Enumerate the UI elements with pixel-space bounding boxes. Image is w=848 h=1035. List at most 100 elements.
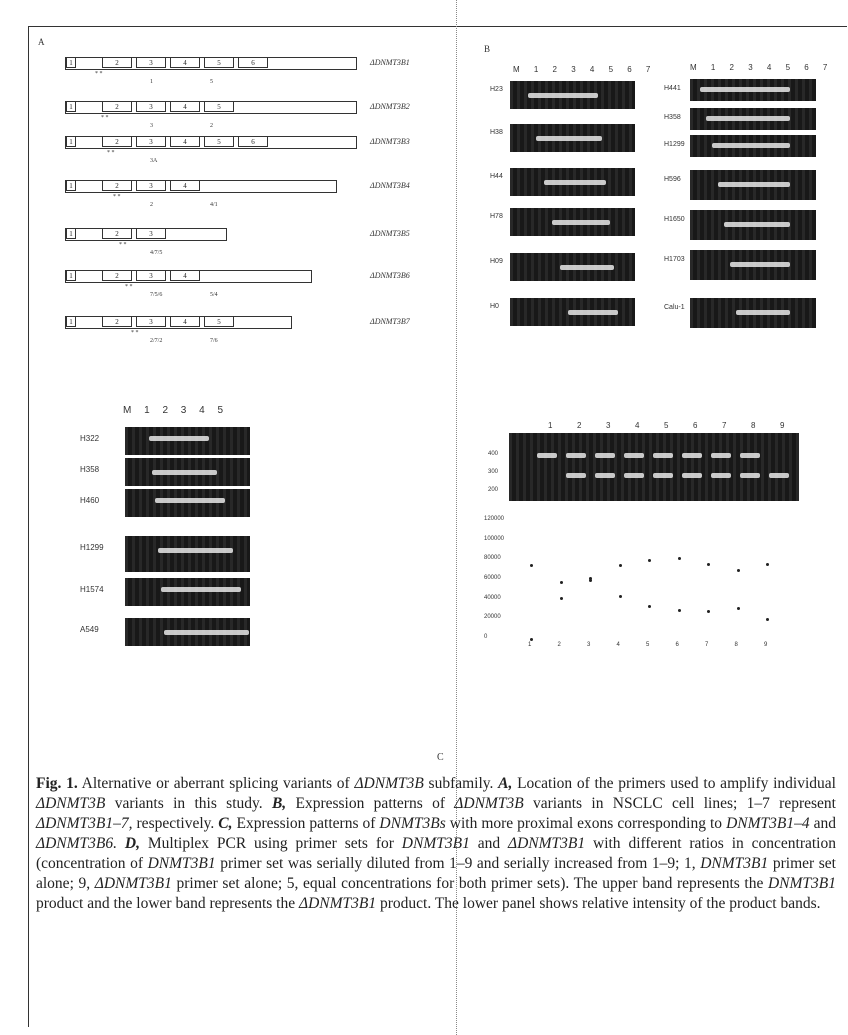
gel-label: H358: [80, 465, 100, 474]
data-point: [618, 594, 622, 598]
data-point: [677, 557, 681, 561]
primer-note: 7/6: [210, 338, 218, 344]
gel-label: H441: [664, 85, 681, 92]
gel-lane-number: 4: [635, 421, 640, 430]
gel-image: [690, 170, 816, 200]
primer-marks: * *: [101, 115, 109, 121]
x-tick-label: 2: [557, 642, 561, 648]
primer-marks: * *: [113, 194, 121, 200]
gel-image: [690, 79, 816, 101]
gel-band: [724, 222, 790, 227]
exon-box: 2: [102, 136, 132, 147]
gel-label: Calu-1: [664, 304, 685, 311]
gel-band-lower: [711, 473, 731, 478]
gel-image: [510, 253, 635, 281]
gel-band: [528, 93, 598, 98]
caption-text: primer set was serially diluted from 1–9…: [215, 855, 701, 872]
gel-band-upper: [711, 453, 731, 458]
data-point: [530, 564, 533, 568]
gel-label: H460: [80, 496, 100, 505]
panel-b-lane-header-right: M 1 2 3 4 5 6 7: [690, 63, 834, 72]
exon-box: 5: [204, 316, 234, 327]
gel-band: [161, 587, 241, 592]
caption-gene: ΔDNMT3B: [36, 795, 106, 812]
variant-label: ΔDNMT3B2: [370, 102, 410, 111]
data-point: [559, 580, 563, 584]
gel-image: [125, 489, 250, 517]
gel-band-upper: [566, 453, 586, 458]
exon-box: 2: [102, 316, 132, 327]
gel-band-lower: [566, 473, 586, 478]
exon-box: 1: [66, 270, 76, 281]
gel-label: H78: [490, 213, 503, 220]
exon-box: 5: [204, 57, 234, 68]
gel-band: [149, 436, 209, 441]
x-tick-label: 9: [764, 642, 768, 648]
x-tick-label: 3: [587, 642, 591, 648]
gel-band-lower: [653, 473, 673, 478]
exon-box: 3: [136, 101, 166, 112]
gel-label: H1703: [664, 256, 685, 263]
x-tick-label: 1: [528, 642, 532, 648]
gel-image: [125, 458, 250, 486]
exon-box: 4: [170, 270, 200, 281]
gel-lane-number: 3: [606, 421, 611, 430]
exon-box: 2: [102, 180, 132, 191]
exon-box: 4: [170, 57, 200, 68]
gel-band: [536, 136, 602, 141]
exon-box: 2: [102, 270, 132, 281]
gel-image: [690, 135, 816, 157]
gel-lane-number: 8: [751, 421, 756, 430]
caption-text: product and the lower band represents th…: [36, 895, 299, 912]
x-tick-label: 7: [705, 642, 709, 648]
primer-note: 1: [150, 79, 153, 85]
gel-label: H1299: [664, 141, 685, 148]
caption-panel-ref: A,: [498, 775, 513, 792]
panel-d-gel: [509, 433, 799, 501]
variant-label: ΔDNMT3B7: [370, 317, 410, 326]
gel-band: [152, 470, 217, 475]
gel-marker-label: 300: [488, 469, 499, 475]
gel-marker-label: 200: [488, 487, 499, 493]
data-point: [559, 596, 563, 600]
gel-band-lower: [624, 473, 644, 478]
caption-gene: DNMT3B1–4: [726, 815, 810, 832]
exon-box: 3: [136, 180, 166, 191]
caption-text: primer set alone; 5, equal concentration…: [171, 875, 768, 892]
gel-band: [712, 143, 790, 148]
panel-c-letter: C: [437, 752, 444, 763]
variant-label: ΔDNMT3B6: [370, 271, 410, 280]
exon-box: 5: [204, 136, 234, 147]
primer-note: 5/4: [210, 292, 218, 298]
caption-gene: DNMT3Bs: [379, 815, 446, 832]
gel-label: H09: [490, 258, 503, 265]
gel-label: H358: [664, 114, 681, 121]
caption-gene: ΔDNMT3B: [354, 775, 424, 792]
y-tick-label: 60000: [484, 575, 501, 581]
caption-text: with different ratios in concentration (…: [36, 835, 836, 872]
caption-gene: ΔDNMT3B6.: [36, 835, 118, 852]
gel-image: [510, 81, 635, 109]
scan-fold-line: [456, 0, 457, 1035]
primer-note: 2: [150, 202, 153, 208]
variant-label: ΔDNMT3B5: [370, 229, 410, 238]
variant-label: ΔDNMT3B4: [370, 181, 410, 190]
caption-text: primer set alone; 9,: [36, 855, 836, 892]
panel-b-letter: B: [484, 44, 491, 54]
gel-band: [736, 310, 790, 315]
data-point: [766, 563, 769, 567]
caption-text: product. The lower panel shows relative …: [376, 895, 821, 912]
y-tick-label: 40000: [484, 594, 501, 601]
gel-lane-number: 1: [548, 421, 553, 430]
gel-image: [690, 250, 816, 280]
primer-note: 2: [210, 123, 213, 129]
data-point: [589, 579, 592, 582]
gel-band-lower: [740, 473, 760, 478]
panel-c-lane-header: M 1 2 3 4 5: [123, 405, 229, 416]
